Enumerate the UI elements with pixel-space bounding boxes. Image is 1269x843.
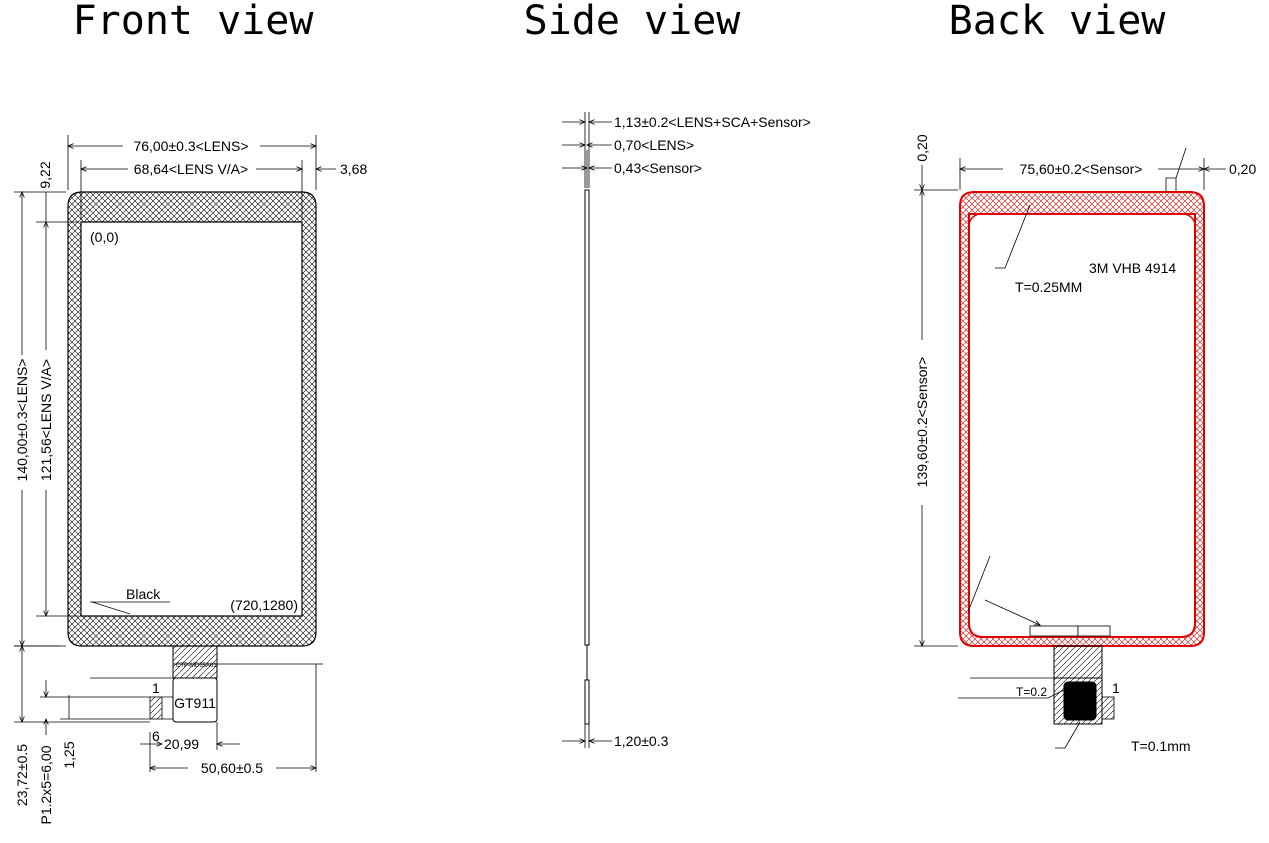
fpc-length-dim: 50,60±0.5 bbox=[201, 760, 263, 776]
bottom-pad-left bbox=[1029, 625, 1079, 637]
fpc-tail-hatched bbox=[172, 645, 218, 679]
side-panel-profile bbox=[584, 189, 590, 646]
tail-thickness-dim: 1,20±0.3 bbox=[614, 733, 669, 749]
right-gap-dim: 0,20 bbox=[1229, 161, 1256, 177]
va-width-dim: 68,64<LENS V/A> bbox=[134, 161, 248, 177]
sensor-height-dim: 139,60±0.2<Sensor> bbox=[914, 357, 930, 488]
black-leader bbox=[90, 601, 170, 615]
back-view-title: Back view bbox=[949, 0, 1167, 44]
sensor-width-dim: 75,60±0.2<Sensor> bbox=[1020, 161, 1143, 177]
lens-thickness-dim: 0,70<LENS> bbox=[614, 137, 694, 153]
bottom-pad-right bbox=[1077, 625, 1111, 637]
pin-6-label: 6 bbox=[152, 728, 160, 744]
adhesive-label: 3M VHB 4914 bbox=[1089, 260, 1176, 276]
fpc-part-label: CTP-MD55A61 bbox=[176, 663, 217, 669]
lens-black-border bbox=[67, 191, 317, 647]
top-gap-dim: 0,20 bbox=[914, 134, 930, 161]
side-view: 1,13±0.2<LENS+SCA+Sensor> 0,70<LENS> 0,4… bbox=[562, 112, 811, 749]
top-offset-dim: 9,22 bbox=[37, 161, 53, 188]
pin-width-dim: 1,25 bbox=[61, 741, 77, 768]
fpc-leader bbox=[1055, 721, 1081, 749]
side-tail-profile bbox=[584, 679, 590, 725]
black-label: Black bbox=[126, 586, 161, 602]
tail-height-dim: 23,72±0.5 bbox=[14, 744, 30, 806]
adhesive-leader bbox=[995, 204, 1031, 269]
front-view-title: Front view bbox=[73, 0, 315, 44]
corner-leader bbox=[967, 555, 991, 613]
origin-label: (0,0) bbox=[90, 229, 119, 245]
max-coord-label: (720,1280) bbox=[230, 597, 298, 613]
adhesive-inner-edge bbox=[968, 213, 1196, 638]
sensor-thickness-dim: 0,43<Sensor> bbox=[614, 160, 702, 176]
adhesive-thickness-label: T=0.25MM bbox=[1015, 279, 1082, 295]
stiffener-thickness-label: T=0.2 bbox=[1016, 685, 1047, 699]
connector-width-dim: 20,99 bbox=[164, 736, 199, 752]
side-view-title: Side view bbox=[524, 0, 742, 44]
ic-chip bbox=[172, 677, 218, 723]
pitch-dim: P1.2x5=6,00 bbox=[38, 745, 54, 824]
back-fpc-tail bbox=[1053, 645, 1103, 679]
va-height-dim: 121,56<LENS V/A> bbox=[38, 359, 54, 481]
lens-viewing-area bbox=[80, 221, 303, 617]
ic-label: GT911 bbox=[174, 695, 216, 711]
total-thickness-dim: 1,13±0.2<LENS+SCA+Sensor> bbox=[614, 114, 811, 130]
pin-1-label: 1 bbox=[152, 680, 160, 696]
front-view: (0,0) (720,1280) Black 76,00±0.3<LENS> 6… bbox=[14, 135, 367, 825]
connector-leader bbox=[984, 599, 1040, 625]
back-ic-pad bbox=[1063, 681, 1097, 721]
right-offset-dim: 3,68 bbox=[340, 161, 367, 177]
back-view: 3M VHB 4914 T=0.25MM 1 T=0.2 T=0.1mm 75,… bbox=[914, 134, 1256, 754]
fpc-thickness-label: T=0.1mm bbox=[1131, 738, 1191, 754]
back-connector-pins bbox=[1101, 696, 1115, 720]
back-pin-1-label: 1 bbox=[1112, 680, 1120, 696]
fpc-connector-pins bbox=[149, 696, 163, 720]
lens-width-dim: 76,00±0.3<LENS> bbox=[133, 138, 248, 154]
lens-height-dim: 140,00±0.3<LENS> bbox=[14, 359, 30, 482]
